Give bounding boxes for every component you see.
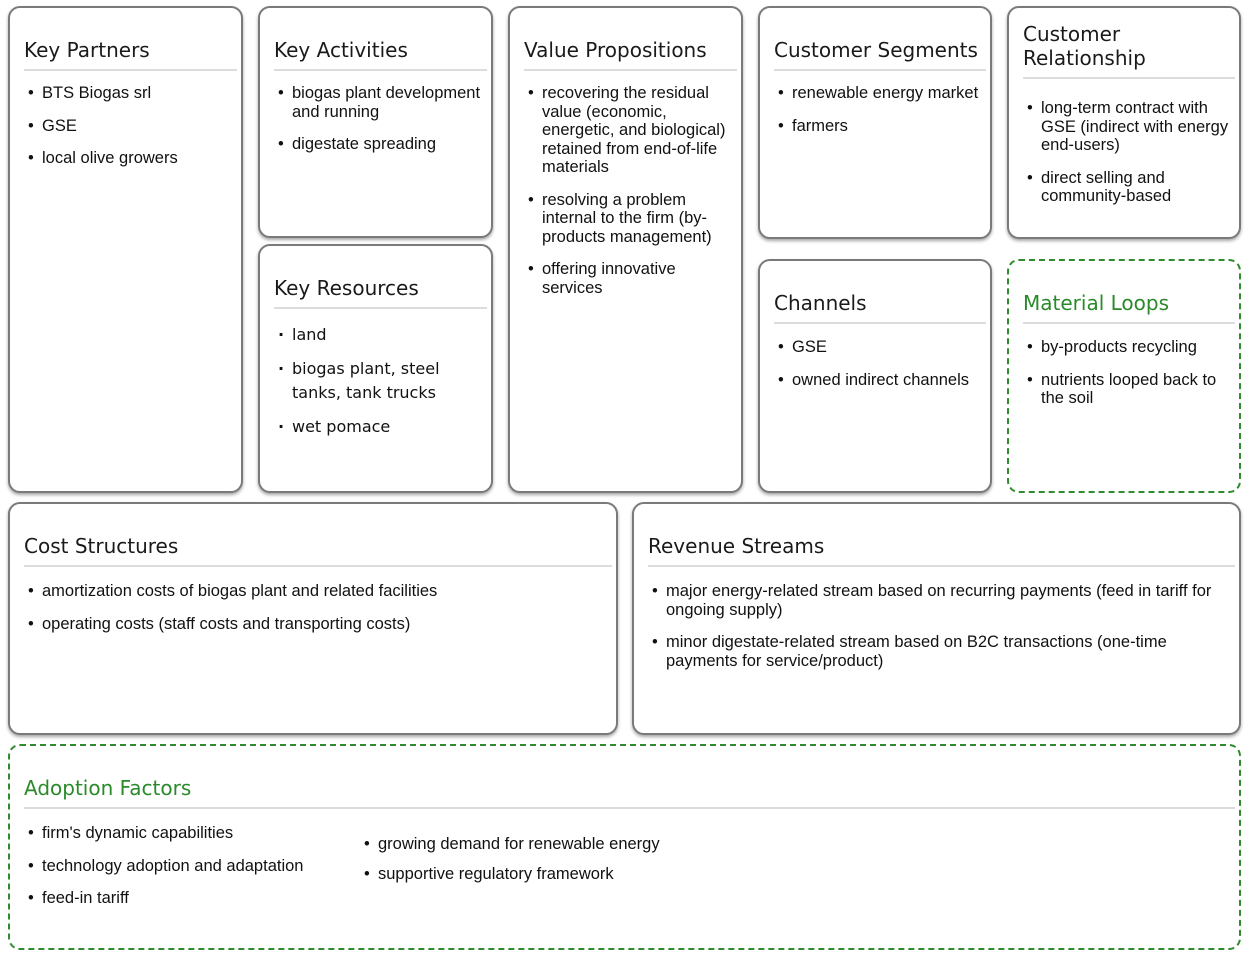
- list-item: renewable energy market: [776, 84, 980, 103]
- key-resources-title: Key Resources: [274, 276, 487, 309]
- list-item: nutrients looped back to the soil: [1025, 371, 1229, 408]
- list-item: direct selling and community-based: [1025, 169, 1229, 206]
- list-item: feed-in tariff: [26, 889, 356, 908]
- list-item: wet pomace: [276, 415, 481, 439]
- customer-relationship-title: Customer Relationship: [1023, 22, 1235, 79]
- list-item: BTS Biogas srl: [26, 84, 231, 103]
- list-item: digestate spreading: [276, 135, 481, 154]
- list-item: firm's dynamic capabilities: [26, 824, 356, 843]
- key-partners-list: BTS Biogas srl GSE local olive growers: [26, 84, 231, 182]
- list-item: GSE: [26, 117, 231, 136]
- list-item: amortization costs of biogas plant and r…: [26, 582, 606, 601]
- list-item: biogas plant development and running: [276, 84, 481, 121]
- customer-segments-box: Customer Segments renewable energy marke…: [758, 6, 992, 239]
- list-item: local olive growers: [26, 149, 231, 168]
- key-activities-list: biogas plant development and running dig…: [276, 84, 481, 168]
- value-propositions-title: Value Propositions: [524, 38, 737, 71]
- list-item: farmers: [776, 117, 980, 136]
- list-item: owned indirect channels: [776, 371, 980, 390]
- list-item: minor digestate-related stream based on …: [650, 633, 1219, 670]
- list-item: by-products recycling: [1025, 338, 1229, 357]
- key-partners-title: Key Partners: [24, 38, 237, 71]
- customer-segments-title: Customer Segments: [774, 38, 986, 71]
- revenue-streams-box: Revenue Streams major energy-related str…: [632, 502, 1241, 735]
- customer-relationship-title-line2: Relationship: [1023, 46, 1146, 70]
- key-resources-box: Key Resources land biogas plant, steel t…: [258, 244, 493, 493]
- list-item: offering innovative services: [526, 260, 731, 297]
- list-item: technology adoption and adaptation: [26, 857, 356, 876]
- cost-structures-box: Cost Structures amortization costs of bi…: [8, 502, 618, 735]
- list-item: recovering the residual value (economic,…: [526, 84, 731, 177]
- customer-relationship-list: long-term contract with GSE (indirect wi…: [1025, 99, 1229, 220]
- adoption-factors-list-left: firm's dynamic capabilities technology a…: [26, 824, 356, 922]
- key-activities-title: Key Activities: [274, 38, 487, 71]
- revenue-streams-list: major energy-related stream based on rec…: [650, 582, 1219, 684]
- material-loops-title: Material Loops: [1023, 291, 1235, 324]
- list-item: GSE: [776, 338, 980, 357]
- value-propositions-list: recovering the residual value (economic,…: [526, 84, 731, 311]
- list-item: long-term contract with GSE (indirect wi…: [1025, 99, 1229, 155]
- material-loops-box: Material Loops by-products recycling nut…: [1007, 259, 1241, 493]
- cost-structures-list: amortization costs of biogas plant and r…: [26, 582, 606, 647]
- channels-list: GSE owned indirect channels: [776, 338, 980, 403]
- adoption-factors-title: Adoption Factors: [24, 776, 1235, 809]
- list-item: land: [276, 323, 481, 347]
- channels-box: Channels GSE owned indirect channels: [758, 259, 992, 493]
- list-item: operating costs (staff costs and transpo…: [26, 615, 606, 634]
- revenue-streams-title: Revenue Streams: [648, 534, 1235, 567]
- list-item: resolving a problem internal to the firm…: [526, 191, 731, 247]
- key-activities-box: Key Activities biogas plant development …: [258, 6, 493, 238]
- material-loops-list: by-products recycling nutrients looped b…: [1025, 338, 1229, 422]
- list-item: growing demand for renewable energy: [362, 835, 762, 854]
- list-item: major energy-related stream based on rec…: [650, 582, 1219, 619]
- value-propositions-box: Value Propositions recovering the residu…: [508, 6, 743, 493]
- key-partners-box: Key Partners BTS Biogas srl GSE local ol…: [8, 6, 243, 493]
- adoption-factors-box: Adoption Factors firm's dynamic capabili…: [8, 744, 1241, 950]
- cost-structures-title: Cost Structures: [24, 534, 612, 567]
- adoption-factors-list-right: growing demand for renewable energy supp…: [362, 835, 762, 897]
- list-item: biogas plant, steel tanks, tank trucks: [276, 357, 481, 405]
- customer-segments-list: renewable energy market farmers: [776, 84, 980, 149]
- key-resources-list: land biogas plant, steel tanks, tank tru…: [276, 323, 481, 449]
- customer-relationship-box: Customer Relationship long-term contract…: [1007, 6, 1241, 239]
- channels-title: Channels: [774, 291, 986, 324]
- customer-relationship-title-line1: Customer: [1023, 22, 1121, 46]
- list-item: supportive regulatory framework: [362, 865, 762, 884]
